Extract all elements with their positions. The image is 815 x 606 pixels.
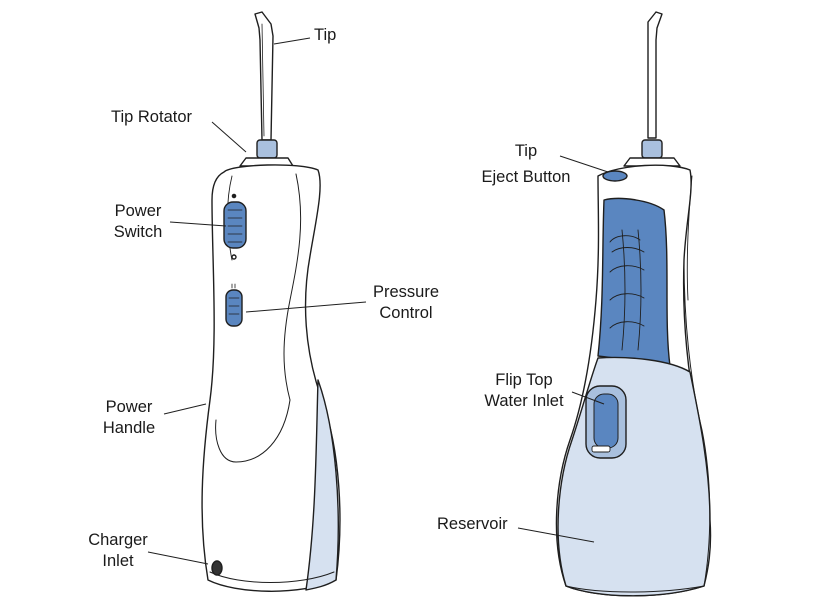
leader-tip-eject <box>559 155 609 173</box>
label-pressure-control-line1: Pressure <box>372 283 440 301</box>
front-back-panel <box>305 379 339 591</box>
leader-charger-inlet <box>147 551 209 565</box>
back-tip-collar <box>641 139 663 159</box>
label-power-handle-line1: Power <box>105 398 153 416</box>
label-flip-top-water-inlet: Flip Top Water Inlet <box>474 370 574 412</box>
front-power-switch <box>223 201 247 249</box>
back-grip-panel <box>597 197 671 367</box>
leader-lines <box>147 37 609 565</box>
label-charger-inlet-line1: Charger <box>88 531 148 549</box>
label-power-handle-line2: Handle <box>102 419 156 437</box>
label-power-switch-line1: Power <box>114 202 162 220</box>
label-flip-top-water-inlet-line2: Water Inlet <box>484 392 564 410</box>
label-reservoir: Reservoir <box>437 515 508 533</box>
front-charger-inlet <box>211 560 223 576</box>
leader-tip <box>273 37 311 45</box>
label-charger-inlet-line2: Inlet <box>102 552 134 570</box>
back-view-device <box>555 11 712 597</box>
leader-tip-rotator <box>211 121 247 153</box>
leader-pressure-control <box>245 301 367 313</box>
leader-power-switch <box>169 221 227 227</box>
back-reservoir <box>557 356 712 597</box>
back-tip-eject-button <box>602 170 628 182</box>
label-power-switch: Power Switch <box>104 201 172 243</box>
front-tip-rotator <box>256 139 278 159</box>
label-pressure-control-line2: Control <box>379 304 433 322</box>
leader-flip-top <box>571 391 605 405</box>
label-charger-inlet: Charger Inlet <box>80 530 156 572</box>
label-pressure-control: Pressure Control <box>368 282 444 324</box>
label-tip-eject-button-line2: Eject Button <box>481 168 571 186</box>
back-tip <box>647 11 663 139</box>
label-tip-rotator: Tip Rotator <box>111 108 193 126</box>
label-tip: Tip <box>314 26 337 44</box>
label-flip-top-water-inlet-line1: Flip Top <box>495 371 553 389</box>
leader-reservoir <box>517 527 595 543</box>
label-tip-eject-button: Tip Eject Button <box>470 141 582 188</box>
front-pressure-control <box>225 289 243 327</box>
label-tip-eject-button-line1: Tip <box>514 142 538 160</box>
leader-power-handle <box>163 403 207 415</box>
label-power-switch-line2: Switch <box>113 223 163 241</box>
label-power-handle: Power Handle <box>94 397 164 439</box>
front-view-device <box>201 11 341 592</box>
